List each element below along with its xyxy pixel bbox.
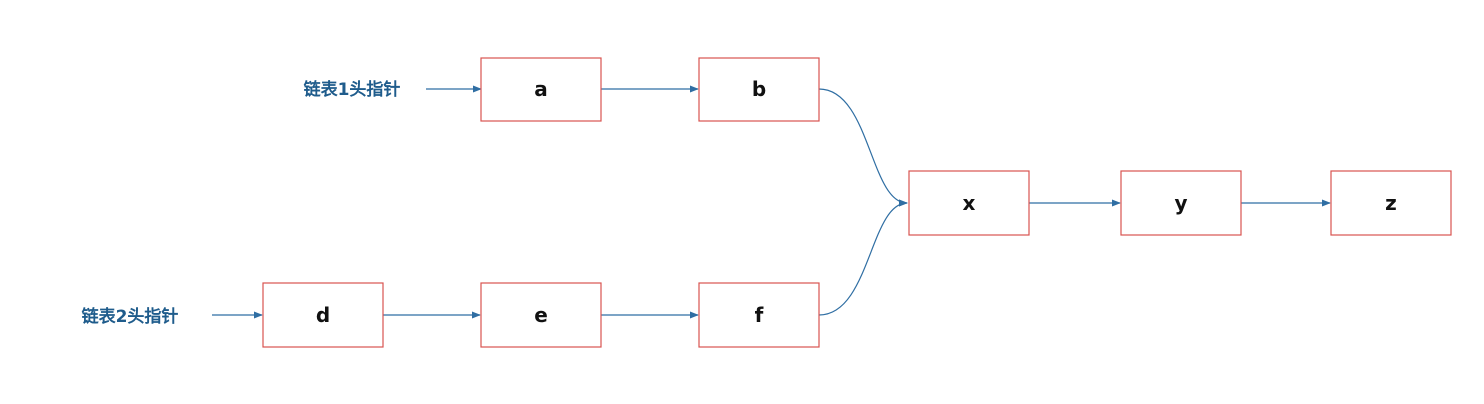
node-e-label: e	[534, 303, 548, 327]
list2-head-pointer-label: 链表2头指针	[82, 306, 179, 327]
node-x-label: x	[963, 191, 976, 215]
node-x: x	[908, 170, 1030, 236]
edge-b-to-x	[818, 88, 908, 207]
node-d-label: d	[316, 303, 330, 327]
edge-f-to-x	[818, 199, 908, 316]
node-a-label: a	[534, 77, 548, 101]
node-f-label: f	[755, 303, 764, 327]
node-b-label: b	[752, 77, 766, 101]
node-e: e	[480, 282, 602, 348]
node-d: d	[262, 282, 384, 348]
node-z-label: z	[1385, 191, 1397, 215]
node-a: a	[480, 57, 602, 122]
node-b: b	[698, 57, 820, 122]
node-y: y	[1120, 170, 1242, 236]
node-z: z	[1330, 170, 1452, 236]
node-f: f	[698, 282, 820, 348]
list1-head-pointer-label: 链表1头指针	[304, 79, 401, 100]
node-y-label: y	[1174, 191, 1187, 215]
